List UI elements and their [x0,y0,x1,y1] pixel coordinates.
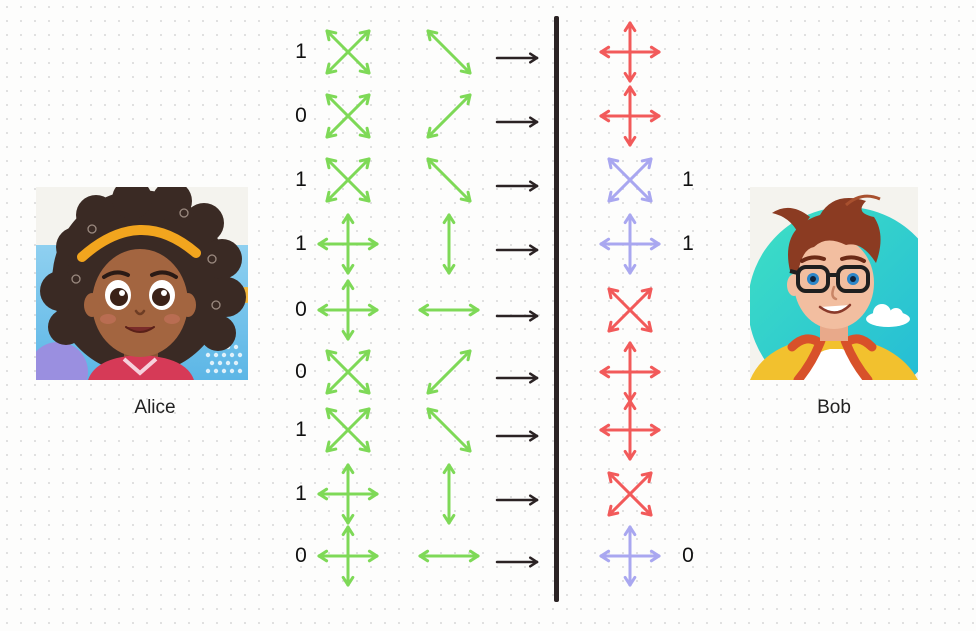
alice-basis-3 [325,157,371,203]
alice-avatar [36,187,248,380]
transmit-arrow-5 [495,310,539,322]
bob-bit-4: 1 [682,232,694,255]
alice-basis-6 [325,349,371,395]
bob-bit-9: 0 [682,544,694,567]
alice-basis-9 [317,525,379,587]
bob-basis-5 [607,287,653,333]
alice-bit-9: 0 [295,544,307,567]
alice-basis-8 [317,463,379,525]
transmit-arrow-7 [495,430,539,442]
alice-portrait-image [36,187,248,380]
alice-bit-1: 1 [295,40,307,63]
transmit-arrow-6 [495,372,539,384]
alice-basis-1 [325,29,371,75]
photon-polarization-7 [426,407,472,453]
alice-bit-2: 0 [295,104,307,127]
alice-basis-5 [317,279,379,341]
alice-basis-4 [317,213,379,275]
photon-polarization-9 [418,549,480,563]
bob-basis-1 [599,21,661,83]
photon-polarization-5 [418,303,480,317]
bob-portrait-image [750,187,918,380]
photon-polarization-3 [426,157,472,203]
transmit-arrow-9 [495,556,539,568]
alice-bit-7: 1 [295,418,307,441]
bob-basis-9 [599,525,661,587]
photon-polarization-1 [426,29,472,75]
bob-name-label: Bob [817,397,851,418]
alice-bit-4: 1 [295,232,307,255]
photon-polarization-8 [442,463,456,525]
alice-bit-8: 1 [295,482,307,505]
transmit-arrow-4 [495,244,539,256]
alice-bit-6: 0 [295,360,307,383]
bob-basis-4 [599,213,661,275]
alice-bit-5: 0 [295,298,307,321]
photon-polarization-2 [426,93,472,139]
transmit-arrow-2 [495,116,539,128]
bob-basis-2 [599,85,661,147]
photon-polarization-4 [442,213,456,275]
bob-basis-6 [599,341,661,403]
channel-divider [554,16,559,602]
bob-basis-7 [599,399,661,461]
transmit-arrow-8 [495,494,539,506]
bob-bit-3: 1 [682,168,694,191]
photon-polarization-6 [426,349,472,395]
transmit-arrow-3 [495,180,539,192]
transmit-arrow-1 [495,52,539,64]
bob-avatar [750,187,918,380]
alice-basis-2 [325,93,371,139]
alice-name-label: Alice [134,397,176,418]
alice-bit-3: 1 [295,168,307,191]
bob-basis-3 [607,157,653,203]
alice-basis-7 [325,407,371,453]
bob-basis-8 [607,471,653,517]
